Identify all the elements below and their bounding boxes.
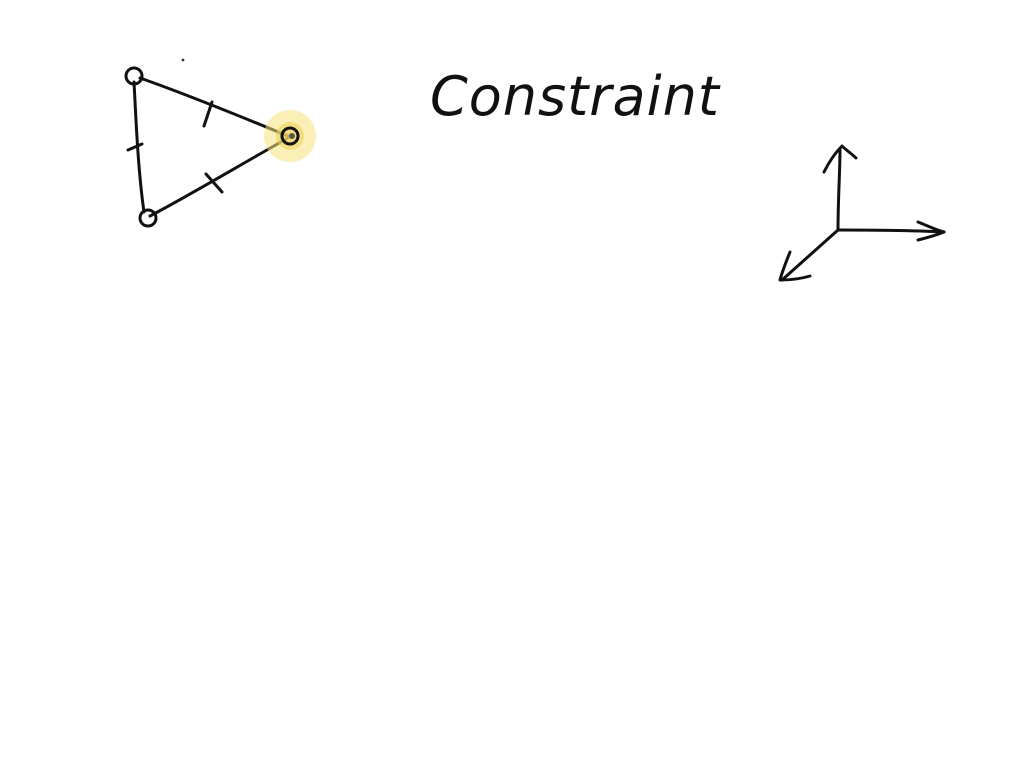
axis-right-line: [836, 228, 946, 234]
tick-mark-left-side: [126, 142, 144, 152]
triangle-side-bottom: [148, 136, 290, 218]
vertex-bottom-left: [138, 208, 158, 228]
axis-right-arrowhead: [916, 220, 946, 242]
title-text: Constraint: [430, 65, 721, 128]
axis-diagonal-line: [780, 228, 840, 282]
vertex-top-left: [124, 66, 144, 86]
coordinate-axes-sketch: [778, 144, 946, 282]
axis-up-line: [836, 148, 842, 232]
pointer-dot: [289, 133, 295, 139]
vertex-right: [280, 126, 300, 146]
tick-mark-top-side: [202, 100, 214, 128]
axis-up-arrowhead: [822, 144, 858, 174]
tick-mark-bottom-side: [204, 172, 224, 194]
stray-ink-dot: [181, 58, 185, 62]
triangle-sketch: [124, 58, 316, 228]
axis-diagonal-arrowhead: [778, 250, 812, 282]
